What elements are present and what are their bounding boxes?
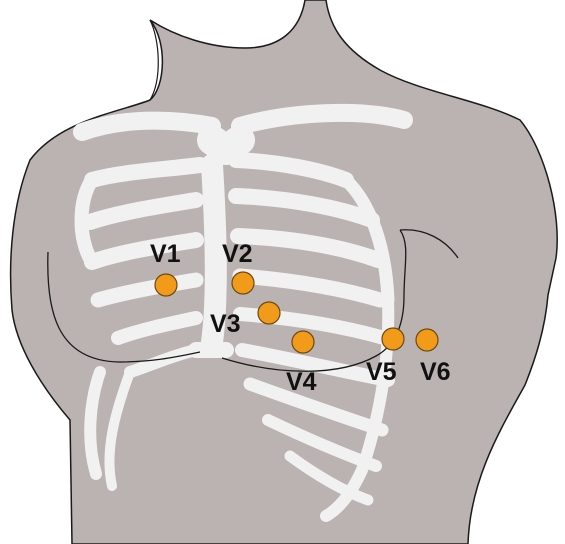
- electrode-v4: [292, 331, 314, 353]
- lead-label-v6: V6: [420, 358, 451, 386]
- lead-label-v4: V4: [286, 368, 317, 396]
- electrode-v2: [232, 272, 254, 294]
- electrode-v1: [155, 274, 177, 296]
- lead-label-v5: V5: [366, 358, 397, 386]
- lead-label-v2: V2: [222, 240, 253, 268]
- lead-label-v1: V1: [150, 240, 181, 268]
- electrode-v5: [382, 328, 404, 350]
- electrode-v6: [416, 329, 438, 351]
- lead-label-v3: V3: [210, 310, 241, 338]
- electrode-v3: [258, 302, 280, 324]
